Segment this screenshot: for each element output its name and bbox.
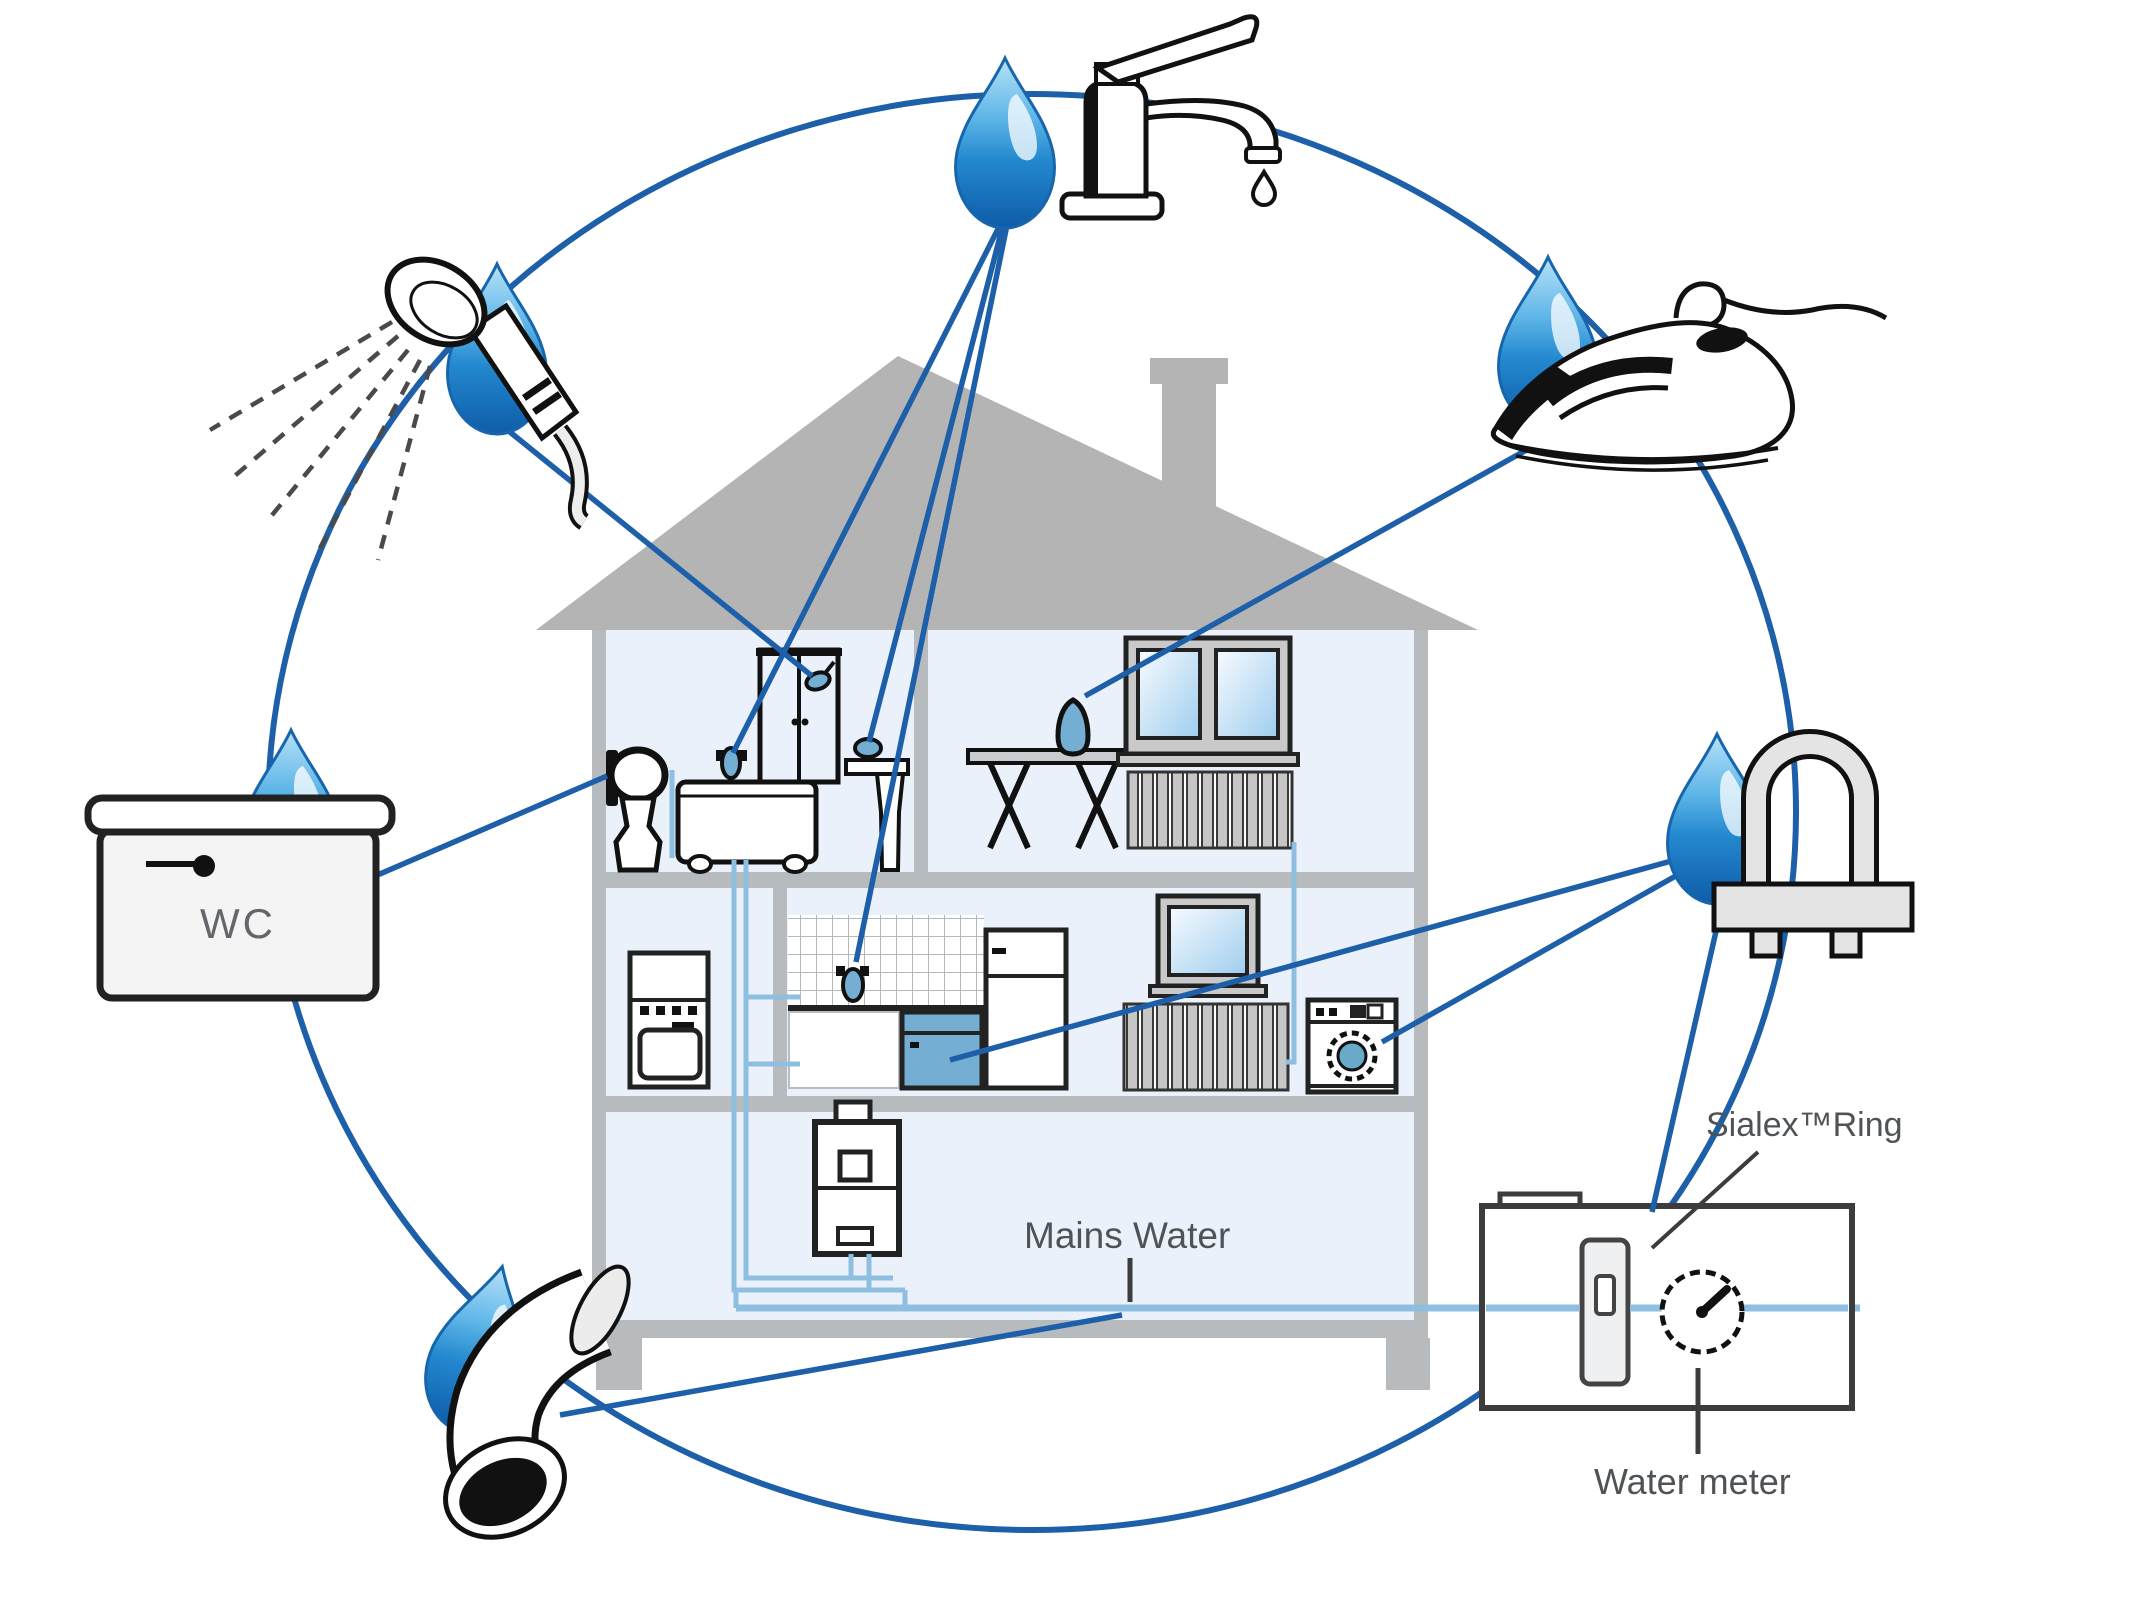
line-wc-to-toilet (336, 773, 609, 895)
water-meter-gauge-icon (1659, 1269, 1745, 1355)
line-tap-to-kitchen-sink (853, 224, 1010, 963)
water-meter-box (1479, 1191, 1855, 1411)
chimney-cap (1150, 358, 1228, 384)
shower-spray (208, 320, 433, 561)
water-drop-icon (954, 56, 1056, 230)
line-clamp-to-dishwasher (949, 849, 1705, 1063)
cabin-shower-head-icon (804, 660, 836, 692)
water-pipes (731, 842, 1297, 1308)
bathtub-icon (675, 779, 819, 874)
line-clamp-to-meter (1649, 904, 1725, 1213)
boiler-icon (812, 1099, 902, 1257)
sialex-ring-label: Sialex™Ring (1706, 1106, 1903, 1144)
radiator-icon-2 (1122, 1002, 1290, 1092)
table-iron-icon (1055, 697, 1091, 757)
line-iron-to-table (1083, 435, 1550, 699)
connection-lines (336, 223, 1725, 1418)
shower-icon (208, 256, 590, 561)
water-meter-label: Water meter (1594, 1461, 1791, 1502)
wc-label: WC (200, 900, 276, 947)
kitchen-sink-tap-icon (836, 966, 869, 1003)
toilet-icon (606, 746, 669, 873)
line-clamp-to-washer (1380, 857, 1706, 1045)
sialex-ring-pointer (1650, 1150, 1760, 1250)
pipe-clamp-icon (1711, 729, 1915, 959)
wc-cistern-icon: WC (84, 794, 396, 1002)
shower-cabin-icon (756, 647, 842, 785)
mains-water-label: Mains Water (1024, 1215, 1230, 1256)
kitchen-counter (788, 1005, 984, 1012)
washing-machine-icon (1305, 997, 1399, 1095)
tap-icon (1059, 14, 1282, 221)
diagram-labels: Mains Water Sialex™Ring Water meter (1024, 1106, 1903, 1502)
window-icon (1116, 635, 1300, 767)
radiator-icon (1126, 770, 1294, 850)
pipe-elbow-icon (443, 1264, 631, 1540)
window-icon-2 (1148, 893, 1268, 998)
sialex-ring-icon (1579, 1237, 1631, 1387)
dishwasher-icon (899, 1009, 985, 1091)
line-tap-to-bathtub (730, 223, 1003, 755)
line-tap-to-basin (866, 224, 1006, 743)
oven-icon (627, 950, 711, 1090)
roof (536, 356, 1478, 630)
line-elbow-to-mains (559, 1312, 1123, 1418)
kitchen-tiles (788, 915, 984, 1005)
bathtub-tap-icon (716, 746, 747, 780)
kitchen-cabinet (788, 1011, 900, 1089)
house-structure (592, 630, 1430, 1390)
fridge-icon (983, 927, 1069, 1091)
line-shower-to-cabin (503, 425, 814, 679)
iron-icon (1490, 281, 1888, 472)
